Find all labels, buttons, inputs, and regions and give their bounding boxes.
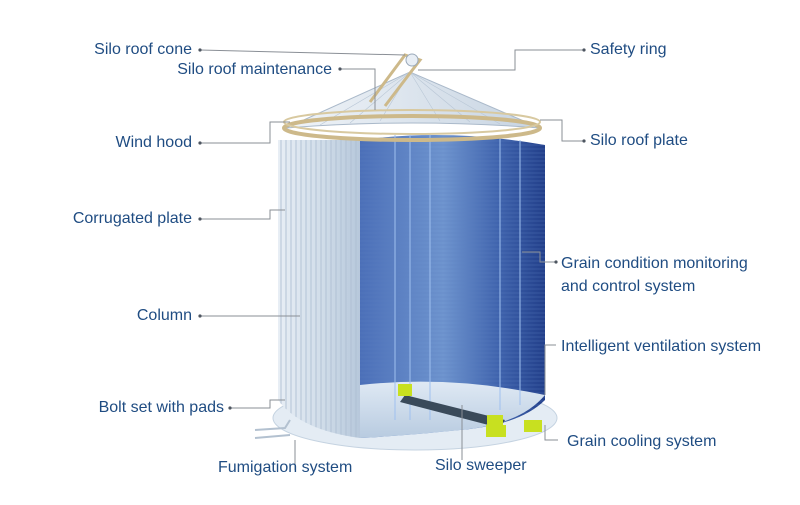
label-bolt-set-with-pads: Bolt set with pads xyxy=(98,399,224,416)
label-corrugated-plate: Corrugated plate xyxy=(72,210,192,227)
label-wind-hood: Wind hood xyxy=(115,134,193,151)
roof-cone-top xyxy=(405,53,419,67)
label-grain-condition-monitoring: Grain condition monitoring and control s… xyxy=(561,254,748,297)
ventilation-unit xyxy=(524,420,542,432)
label-grain-condition-line1: Grain condition monitoring xyxy=(561,255,748,272)
label-grain-condition-line2: and control system xyxy=(561,278,696,295)
label-silo-roof-cone: Silo roof cone xyxy=(94,41,192,58)
fumigation-pipes xyxy=(254,419,291,439)
label-grain-cooling-system: Grain cooling system xyxy=(567,433,717,450)
monitoring-cables xyxy=(394,133,521,420)
label-column: Column xyxy=(136,307,192,324)
label-intelligent-ventilation-system: Intelligent ventilation system xyxy=(561,338,762,355)
silo-roof-plate xyxy=(285,71,541,129)
silo-sweeper xyxy=(398,384,505,428)
label-silo-roof-plate: Silo roof plate xyxy=(590,132,688,149)
safety-ring-railing xyxy=(282,114,542,142)
label-silo-sweeper: Silo sweeper xyxy=(435,457,527,474)
grain-cooling-unit xyxy=(486,425,506,437)
leader-lines xyxy=(199,49,584,470)
label-fumigation-system: Fumigation system xyxy=(218,459,353,476)
label-silo-roof-maintenance: Silo roof maintenance xyxy=(177,61,332,78)
label-safety-ring: Safety ring xyxy=(590,41,667,58)
